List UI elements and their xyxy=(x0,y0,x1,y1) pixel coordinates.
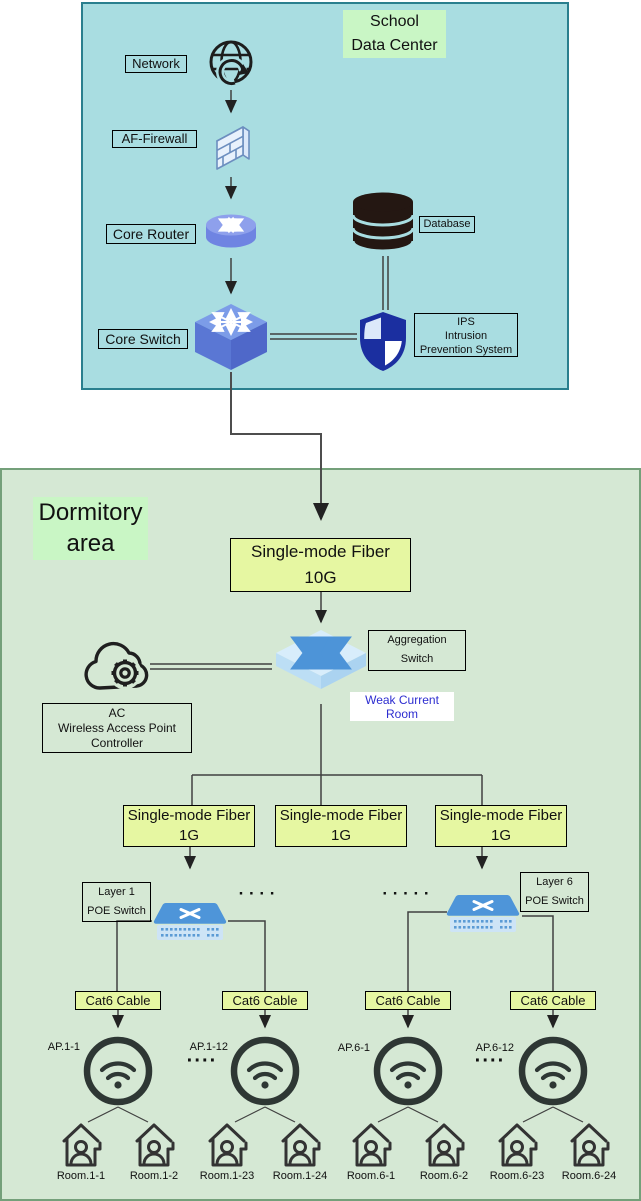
fiber-1g-1-line2: 1G xyxy=(178,827,199,844)
ap-label-2: AP.1-12 xyxy=(189,1041,228,1053)
weak-current-room-label: Weak Current Room xyxy=(350,692,454,721)
poe-left-line2: POE Switch xyxy=(87,905,146,917)
aggregation-label-line1: Aggregation xyxy=(387,634,447,646)
wifi-ap-icon-2 xyxy=(230,1036,300,1106)
room-house-icon-4 xyxy=(281,1123,321,1167)
ips-label: IPS Intrusion Prevention System xyxy=(414,313,518,357)
aggregation-label-line2: Switch xyxy=(400,653,434,665)
cat6-label-1: Cat6 Cable xyxy=(75,991,161,1010)
poe-dots-right: · · · · · xyxy=(382,884,430,903)
cat6-label-2: Cat6 Cable xyxy=(222,991,308,1010)
room-label-6: Room.6-2 xyxy=(419,1170,469,1182)
room-label-5: Room.6-1 xyxy=(346,1170,396,1182)
database-label: Database xyxy=(419,216,475,233)
ap-label-1: AP.1-1 xyxy=(47,1041,80,1053)
room-house-icon-2 xyxy=(135,1123,175,1167)
firewall-icon xyxy=(216,126,250,170)
datacenter-title-line1: School xyxy=(370,13,419,30)
datacenter-region xyxy=(81,2,569,390)
room-house-icon-1 xyxy=(62,1123,102,1167)
ips-label-line1: IPS xyxy=(457,316,475,328)
ap-label-3: AP.6-1 xyxy=(337,1042,370,1054)
cat6-label-4: Cat6 Cable xyxy=(510,991,596,1010)
fiber-1g-3-line2: 1G xyxy=(490,827,511,844)
fiber-1g-3-line1: Single-mode Fiber xyxy=(439,807,563,824)
ac-label-line2: Wireless Access Point xyxy=(57,721,177,735)
room-label-4: Room.1-24 xyxy=(272,1170,328,1182)
ac-cloud-gear-icon xyxy=(84,641,149,690)
aggregation-switch-label: Aggregation Switch xyxy=(368,630,466,671)
core-router-label: Core Router xyxy=(106,224,196,244)
network-label: Network xyxy=(125,55,187,73)
room-label-2: Room.1-2 xyxy=(129,1170,179,1182)
room-house-icon-7 xyxy=(498,1123,538,1167)
fiber-10g-line1: Single-mode Fiber xyxy=(251,542,390,561)
poe-left-line1: Layer 1 xyxy=(98,886,135,898)
room-label-8: Room.6-24 xyxy=(561,1170,617,1182)
wifi-ap-icon-3 xyxy=(373,1036,443,1106)
dormitory-title: Dormitory area xyxy=(33,497,148,560)
poe-right-line2: POE Switch xyxy=(525,895,584,907)
room-label-3: Room.1-23 xyxy=(199,1170,255,1182)
poe-switch-right-label: Layer 6 POE Switch xyxy=(520,872,589,912)
fiber-1g-2-line1: Single-mode Fiber xyxy=(279,807,403,824)
fiber-1g-label-1: Single-mode Fiber 1G xyxy=(123,805,255,847)
dormitory-title-line2: area xyxy=(66,530,115,557)
ips-label-line3: Prevention System xyxy=(419,344,513,356)
room-house-icon-8 xyxy=(570,1123,610,1167)
internet-globe-icon xyxy=(209,40,253,88)
weak-current-line2: Room xyxy=(385,707,418,721)
core-router-icon xyxy=(206,214,256,248)
poe-right-line1: Layer 6 xyxy=(536,876,573,888)
room-house-icon-6 xyxy=(425,1123,465,1167)
poe-dots-left: · · · · xyxy=(238,884,276,903)
poe-switch-left-label: Layer 1 POE Switch xyxy=(82,882,151,922)
ap-dots-right: ···· xyxy=(474,1050,506,1072)
poe-switch-right-icon xyxy=(446,895,520,932)
room-house-icon-3 xyxy=(208,1123,248,1167)
fiber-10g-line2: 10G xyxy=(304,568,337,587)
fiber-1g-1-line1: Single-mode Fiber xyxy=(127,807,251,824)
cat6-label-3: Cat6 Cable xyxy=(365,991,451,1010)
ac-label-line1: AC xyxy=(108,706,126,720)
weak-current-line1: Weak Current xyxy=(365,693,439,707)
dormitory-title-line1: Dormitory xyxy=(38,499,143,526)
ap-label-4: AP.6-12 xyxy=(475,1042,514,1054)
ap-dots-left: ···· xyxy=(186,1050,218,1072)
wifi-ap-icon-1 xyxy=(83,1036,153,1106)
aggregation-switch-icon xyxy=(276,630,366,689)
database-icon xyxy=(351,192,415,253)
fiber-1g-label-3: Single-mode Fiber 1G xyxy=(435,805,567,847)
poe-switch-left-icon xyxy=(153,903,227,940)
fiber-1g-2-line2: 1G xyxy=(330,827,351,844)
fiber-10g-label: Single-mode Fiber 10G xyxy=(230,538,411,592)
ac-label-line3: Controller xyxy=(90,736,144,750)
wifi-ap-icon-4 xyxy=(518,1036,588,1106)
room-house-icon-5 xyxy=(352,1123,392,1167)
fiber-1g-label-2: Single-mode Fiber 1G xyxy=(275,805,407,847)
ips-shield-icon xyxy=(360,312,406,371)
datacenter-title-line2: Data Center xyxy=(351,37,438,54)
firewall-label: AF-Firewall xyxy=(112,130,197,148)
ips-label-line2: Intrusion xyxy=(444,330,488,342)
room-label-1: Room.1-1 xyxy=(56,1170,106,1182)
core-switch-icon xyxy=(195,304,267,370)
core-switch-label: Core Switch xyxy=(98,329,188,349)
ac-controller-label: AC Wireless Access Point Controller xyxy=(42,703,192,753)
room-label-7: Room.6-23 xyxy=(489,1170,545,1182)
datacenter-title: School Data Center xyxy=(343,10,446,58)
